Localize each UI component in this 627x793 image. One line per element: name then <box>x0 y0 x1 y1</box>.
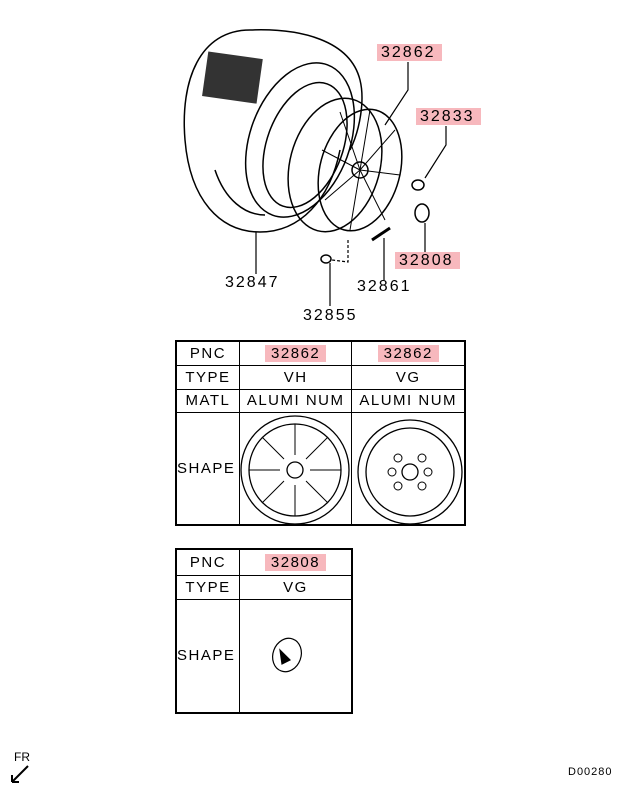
front-direction-arrow-icon <box>11 765 29 783</box>
wheel-spec-table: PNC 32862 32862 TYPE VH VG MATL ALUMI NU… <box>175 340 466 526</box>
balance-weight-drawing <box>371 226 391 242</box>
row-header-shape: SHAPE <box>175 411 240 526</box>
callout-32808[interactable]: 32808 <box>395 252 460 269</box>
row-header-shape: SHAPE <box>175 598 240 714</box>
pnc-link[interactable]: 32862 <box>377 344 439 362</box>
row-header-pnc: PNC <box>175 340 240 366</box>
callout-32847: 32847 <box>225 274 280 291</box>
direction-label: FR <box>14 750 30 764</box>
shape-cell <box>239 598 353 714</box>
wheel-rim-drawing <box>287 97 403 233</box>
row-header-matl: MATL <box>175 388 240 413</box>
type-cell: VG <box>351 364 466 390</box>
matl-cell: ALUMI NUM <box>238 388 353 413</box>
cap-spec-table: PNC 32808 TYPE VG SHAPE <box>175 548 353 714</box>
type-cell: VG <box>239 574 353 600</box>
row-header-type: TYPE <box>175 574 240 600</box>
callout-32862[interactable]: 32862 <box>377 44 442 61</box>
shape-cell <box>351 411 466 526</box>
callout-32861: 32861 <box>357 278 412 295</box>
type-cell: VH <box>238 364 353 390</box>
nut-drawing <box>411 179 425 191</box>
pnc-link[interactable]: 32862 <box>265 344 327 362</box>
valve-drawing <box>320 254 332 264</box>
pnc-link[interactable]: 32808 <box>264 553 327 571</box>
shape-cell <box>238 411 353 526</box>
callout-32855: 32855 <box>303 307 358 324</box>
diagram-code: D00280 <box>568 766 613 778</box>
matl-cell: ALUMI NUM <box>351 388 466 413</box>
cap-drawing <box>414 203 430 223</box>
callout-32833[interactable]: 32833 <box>416 108 481 125</box>
tire-drawing <box>183 29 363 233</box>
row-header-type: TYPE <box>175 364 240 390</box>
row-header-pnc: PNC <box>175 548 240 576</box>
